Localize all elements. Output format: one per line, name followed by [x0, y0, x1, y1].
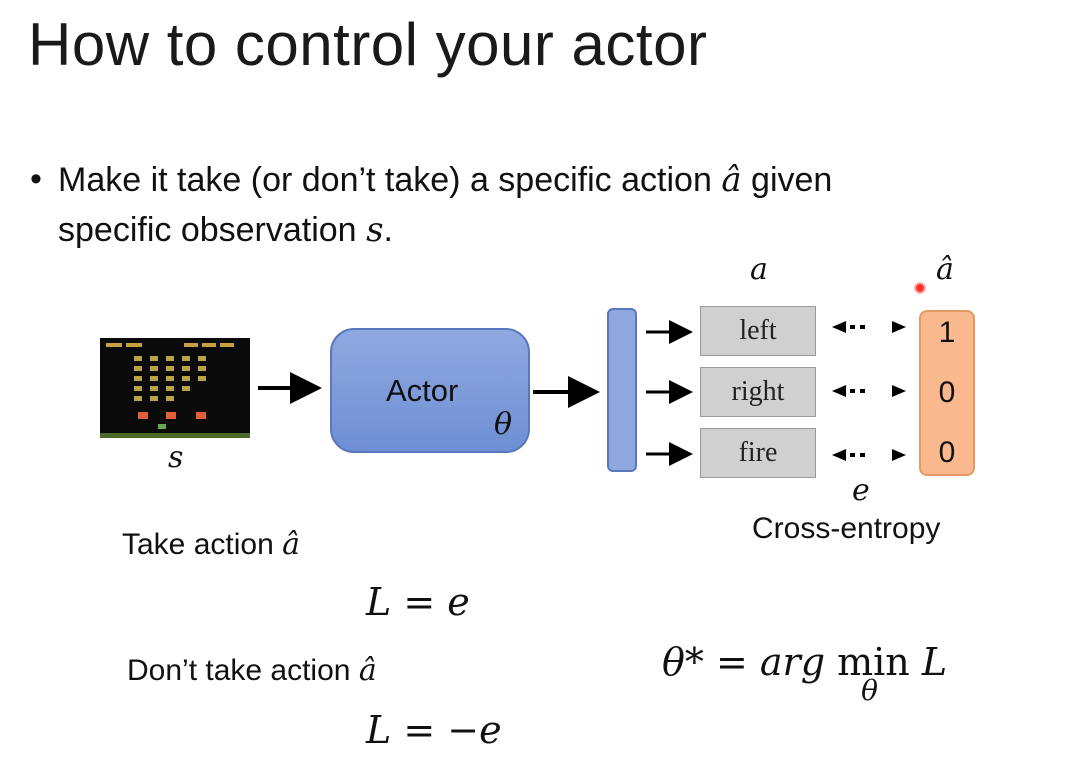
cross-entropy-label: Cross-entropy — [752, 512, 941, 545]
ahat-label: â — [936, 252, 954, 287]
action-fire: fire — [700, 428, 816, 478]
space-invaders-icon — [106, 343, 234, 429]
take-ahat: â — [282, 527, 300, 562]
bullet-line-1: Make it take (or don’t take) a specific … — [58, 160, 832, 200]
laser-pointer-dot — [914, 282, 926, 294]
bullet-marker: • — [30, 160, 42, 198]
actor-network-box — [330, 328, 530, 453]
action-left: left — [700, 306, 816, 356]
bullet-s: s — [366, 210, 384, 250]
dont-ahat: â — [358, 653, 377, 688]
bullet-text-1-end: given — [751, 161, 833, 199]
dont-take-loss-equation: L = −e — [366, 708, 502, 752]
dashed-compare-arrows — [832, 321, 906, 461]
target-value-2: 0 — [938, 376, 956, 409]
optimization-equation: θ* = arg min θ L — [662, 640, 948, 707]
actor-output-vector — [607, 308, 637, 472]
dont-take-action-label: Don’t take action â — [127, 653, 377, 688]
min-operator: min θ — [837, 640, 910, 707]
target-value-1: 1 — [938, 316, 956, 349]
target-vector — [919, 310, 975, 476]
bullet-period: . — [383, 211, 393, 249]
actor-label: Actor — [386, 373, 459, 408]
min-subscript-theta: θ — [861, 674, 878, 707]
action-right: right — [700, 367, 816, 417]
target-value-3: 0 — [938, 436, 956, 469]
actor-param-theta: θ — [494, 407, 513, 442]
take-action-label: Take action â — [122, 527, 300, 562]
take-loss-equation: L = e — [366, 580, 470, 624]
slide-title: How to control your actor — [28, 11, 708, 78]
bullet-text-2: specific observation — [58, 211, 357, 249]
e-label: e — [852, 473, 870, 508]
bullet-text-1: Make it take (or don’t take) a specific … — [58, 161, 712, 199]
game-screen-image — [100, 338, 250, 438]
a-label: a — [750, 252, 768, 287]
bullet-line-2: specific observation s. — [58, 210, 393, 250]
bullet-ahat: â — [721, 160, 742, 200]
observation-label: s — [168, 440, 184, 475]
